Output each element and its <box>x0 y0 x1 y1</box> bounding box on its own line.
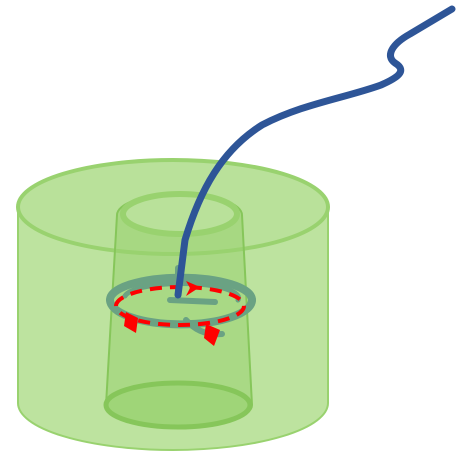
current-arrow-icon <box>124 312 138 333</box>
inner-bore-bottom <box>103 380 253 430</box>
current-arrow-icon <box>204 324 220 346</box>
inner-bore <box>103 191 254 430</box>
inner-bore-top-opening <box>120 191 240 237</box>
current-arrow-icon <box>186 281 200 296</box>
cable <box>174 5 456 299</box>
